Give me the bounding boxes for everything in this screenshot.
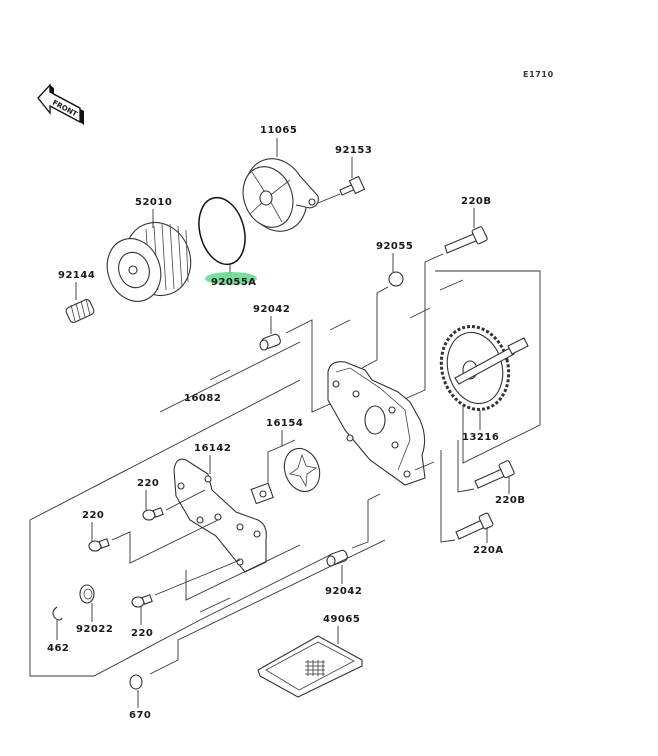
assembly-outline-left — [29, 520, 201, 677]
part-label-49065[interactable]: 49065 — [323, 614, 361, 625]
circlip-462-part[interactable] — [52, 606, 63, 621]
sleeve-92042-bottom-part[interactable] — [326, 549, 349, 567]
spring-92144-part[interactable] — [65, 298, 95, 323]
sleeve-92042-top-part[interactable] — [259, 333, 282, 351]
oil-filter-part[interactable] — [99, 213, 201, 309]
part-label-92022[interactable]: 92022 — [76, 624, 114, 635]
part-label-462[interactable]: 462 — [47, 643, 70, 654]
part-label-220B-bottom[interactable]: 220B — [495, 495, 526, 506]
part-label-220-a[interactable]: 220 — [137, 478, 160, 489]
pump-cover-plate-16142-part[interactable] — [173, 458, 267, 573]
part-label-13216[interactable]: 13216 — [462, 432, 500, 443]
oil-strainer-49065-part[interactable] — [257, 635, 363, 698]
bolt-220A-part[interactable] — [455, 512, 494, 540]
pump-rotor-16154-part[interactable] — [250, 444, 325, 505]
bolt-92153-part[interactable] — [339, 175, 366, 196]
part-label-92042-bottom[interactable]: 92042 — [325, 586, 363, 597]
part-label-92042-top[interactable]: 92042 — [253, 304, 291, 315]
part-label-16082[interactable]: 16082 — [184, 393, 222, 404]
part-label-52010[interactable]: 52010 — [135, 197, 173, 208]
part-label-16142[interactable]: 16142 — [194, 443, 232, 454]
screw-220-b-part[interactable] — [88, 538, 110, 552]
oil-filter-cover-part[interactable] — [235, 150, 319, 240]
selected-part-highlight — [205, 272, 257, 285]
pump-gear-13216-part[interactable] — [432, 319, 529, 417]
o-ring-670-part[interactable] — [129, 674, 143, 690]
screw-220-c-part[interactable] — [131, 594, 153, 608]
part-label-92144[interactable]: 92144 — [58, 270, 96, 281]
part-label-220A[interactable]: 220A — [473, 545, 504, 556]
front-arrow-icon: FRONT — [37, 83, 84, 125]
washer-92022-part[interactable] — [79, 584, 95, 604]
part-label-220B-top[interactable]: 220B — [461, 196, 492, 207]
part-label-92153[interactable]: 92153 — [335, 145, 373, 156]
part-label-220-b[interactable]: 220 — [82, 510, 105, 521]
part-label-16154[interactable]: 16154 — [266, 418, 304, 429]
screw-220-a-part[interactable] — [142, 507, 164, 521]
part-label-670[interactable]: 670 — [129, 710, 152, 721]
o-ring-92055A-part[interactable] — [192, 192, 252, 269]
figure-code: E1710 — [523, 70, 554, 79]
part-label-220-c[interactable]: 220 — [131, 628, 154, 639]
oil-pump-body-part[interactable] — [327, 361, 426, 486]
part-label-92055A[interactable]: 92055A — [211, 277, 257, 288]
bolt-220B-bottom-part[interactable] — [474, 460, 515, 489]
o-ring-92055-part[interactable] — [388, 271, 404, 287]
part-label-92055[interactable]: 92055 — [376, 241, 414, 252]
bolt-220B-top-part[interactable] — [444, 226, 488, 254]
part-label-11065[interactable]: 11065 — [260, 125, 298, 136]
